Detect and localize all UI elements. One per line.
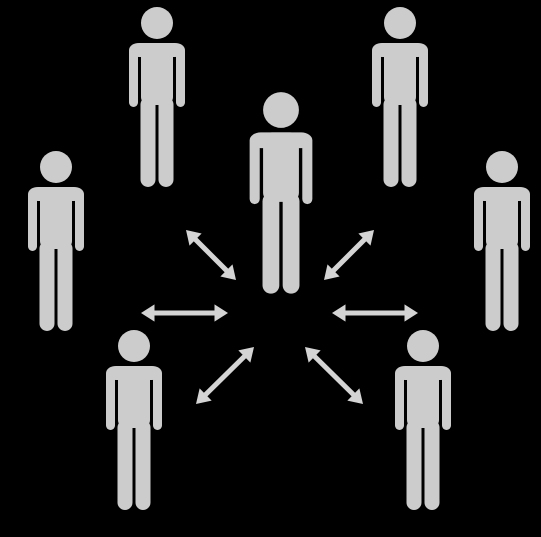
person-shoulders xyxy=(28,187,84,201)
person-top-right-icon xyxy=(372,7,428,187)
person-head xyxy=(118,330,150,362)
people-group xyxy=(28,7,530,510)
person-torso xyxy=(118,366,150,428)
person-left-arm xyxy=(395,370,404,430)
arrow-bottom-right-icon xyxy=(305,347,363,404)
person-shoulders xyxy=(249,132,313,149)
arrow-shaft xyxy=(310,352,358,399)
arrow-shaft xyxy=(201,352,249,399)
arrow-shaft xyxy=(191,235,231,275)
arrow-head xyxy=(238,347,254,363)
person-torso xyxy=(486,187,518,249)
person-shoulders xyxy=(395,366,451,380)
arrow-head xyxy=(196,388,212,404)
person-torso xyxy=(407,366,439,428)
arrow-top-left-icon xyxy=(186,230,236,280)
arrow-head xyxy=(324,264,340,280)
arrow-head xyxy=(404,304,418,322)
arrow-head xyxy=(141,304,155,322)
person-head xyxy=(384,7,416,39)
person-right-arm xyxy=(419,47,428,107)
person-center-icon xyxy=(249,92,313,294)
person-left-arm xyxy=(474,191,483,251)
arrow-head xyxy=(332,304,346,322)
person-head xyxy=(141,7,173,39)
person-torso xyxy=(40,187,72,249)
person-left-arm xyxy=(249,136,260,205)
person-bottom-right-icon xyxy=(395,330,451,510)
person-left-arm xyxy=(372,47,381,107)
person-right-leg xyxy=(401,97,417,187)
person-bottom-left-icon xyxy=(106,330,162,510)
arrow-shaft xyxy=(329,235,369,275)
arrow-head xyxy=(186,230,202,246)
person-head xyxy=(40,151,72,183)
person-right-leg xyxy=(57,241,73,331)
arrow-top-right-icon xyxy=(324,230,374,280)
person-right-arm xyxy=(75,191,84,251)
person-left-leg xyxy=(39,241,55,331)
arrow-head xyxy=(358,230,374,246)
arrow-head xyxy=(220,264,236,280)
person-shoulders xyxy=(474,187,530,201)
person-top-left-icon xyxy=(129,7,185,187)
person-right-arm xyxy=(153,370,162,430)
person-right-arm xyxy=(302,136,313,205)
person-head xyxy=(486,151,518,183)
person-left-leg xyxy=(383,97,399,187)
arrow-left-icon xyxy=(141,304,228,322)
arrow-head xyxy=(347,388,363,404)
person-right-leg xyxy=(282,192,300,294)
person-shoulders xyxy=(372,43,428,57)
person-left-leg xyxy=(117,420,133,510)
person-left-leg xyxy=(406,420,422,510)
arrow-head xyxy=(214,304,228,322)
person-middle-left-icon xyxy=(28,151,84,331)
person-left-arm xyxy=(28,191,37,251)
person-torso xyxy=(141,43,173,105)
person-torso xyxy=(263,132,299,202)
person-head xyxy=(263,92,299,128)
arrow-bottom-left-icon xyxy=(196,347,254,404)
person-shoulders xyxy=(106,366,162,380)
person-head xyxy=(407,330,439,362)
person-right-arm xyxy=(521,191,530,251)
person-shoulders xyxy=(129,43,185,57)
person-middle-right-icon xyxy=(474,151,530,331)
person-right-leg xyxy=(503,241,519,331)
person-left-leg xyxy=(485,241,501,331)
arrow-right-icon xyxy=(332,304,418,322)
person-left-leg xyxy=(140,97,156,187)
person-right-arm xyxy=(442,370,451,430)
person-right-leg xyxy=(135,420,151,510)
person-left-arm xyxy=(129,47,138,107)
person-right-leg xyxy=(424,420,440,510)
arrow-head xyxy=(305,347,321,363)
person-right-leg xyxy=(158,97,174,187)
arrows-group xyxy=(141,230,418,404)
person-left-leg xyxy=(262,192,280,294)
person-left-arm xyxy=(106,370,115,430)
person-torso xyxy=(384,43,416,105)
person-right-arm xyxy=(176,47,185,107)
